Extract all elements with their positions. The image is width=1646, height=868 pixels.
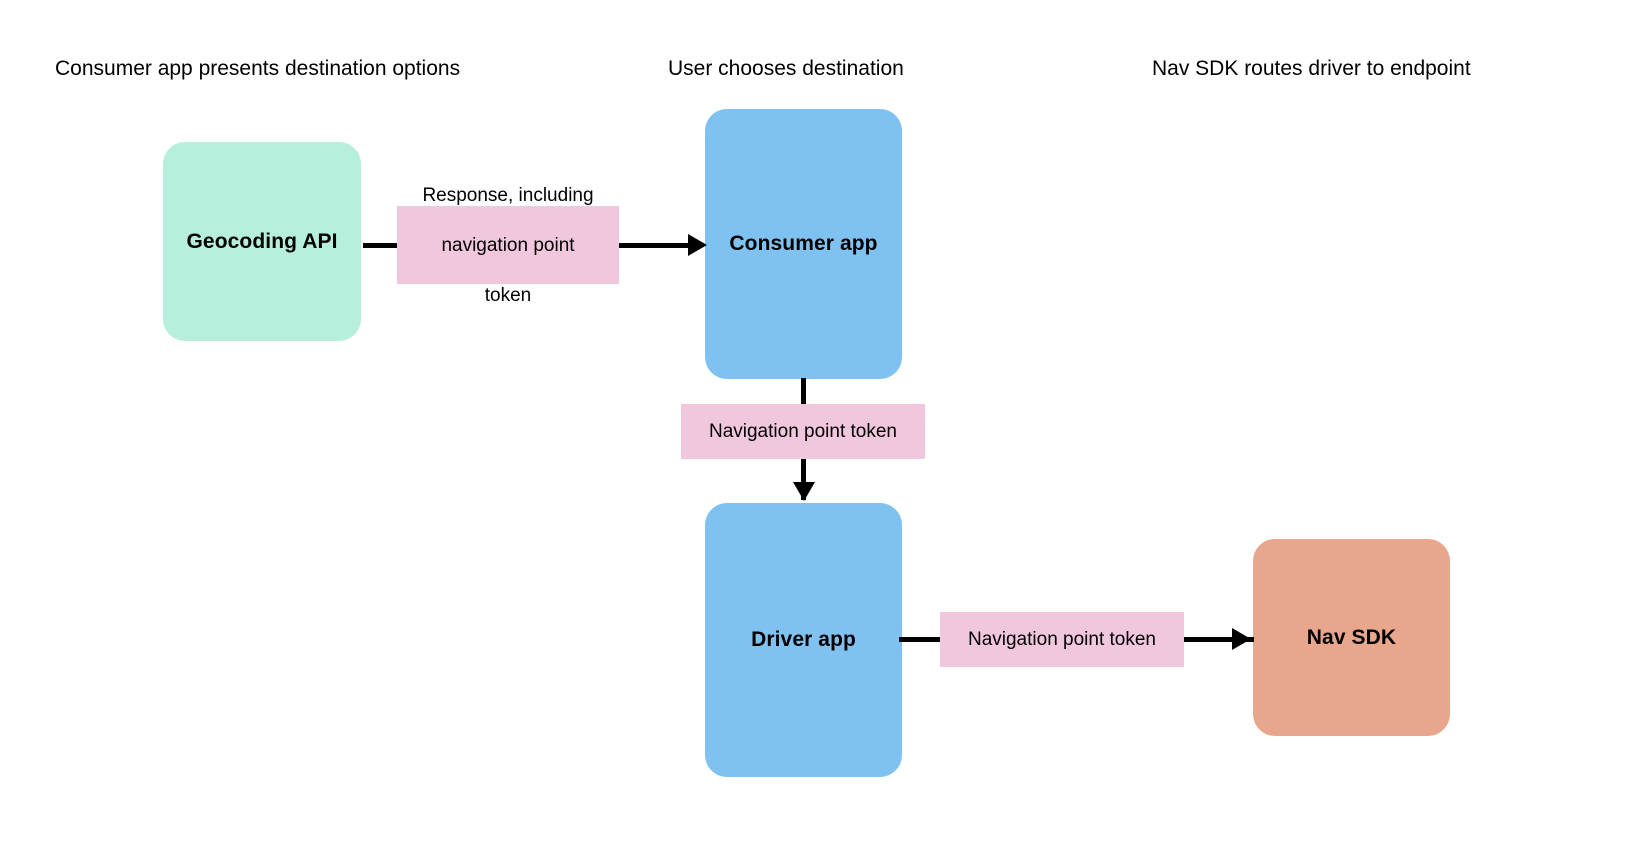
node-driver-app[interactable]: Driver app [705,503,902,777]
arrowhead-geocoding-to-consumer [688,234,707,256]
node-nav-sdk-label: Nav SDK [1306,625,1397,649]
edge-label-line-2: navigation point [441,234,575,256]
column-header-consumer-options: Consumer app presents destination option… [55,57,461,80]
edge-label-consumer-to-driver: Navigation point token [681,404,925,459]
node-consumer-app[interactable]: Consumer app [705,109,902,379]
edge-label-geocoding-to-consumer-text: Response, including navigation point token [397,183,619,308]
node-nav-sdk[interactable]: Nav SDK [1253,539,1450,736]
edge-label-consumer-to-driver-text: Navigation point token [708,421,897,442]
arrowhead-driver-to-navsdk [1232,628,1251,650]
column-header-user-chooses: User chooses destination [668,57,904,80]
edge-label-geocoding-to-consumer: Response, including navigation point token [397,185,619,306]
node-driver-app-label: Driver app [751,628,856,651]
edge-label-driver-to-navsdk-text: Navigation point token [967,629,1156,650]
node-geocoding-api[interactable]: Geocoding API [163,142,361,341]
column-header-nav-routes: Nav SDK routes driver to endpoint [1152,57,1471,80]
edge-label-line-1: Response, including [422,184,594,206]
node-geocoding-api-label: Geocoding API [186,229,338,253]
edge-label-driver-to-navsdk: Navigation point token [940,612,1184,667]
edge-label-line-3: token [484,284,532,306]
node-consumer-app-label: Consumer app [729,232,878,255]
arrowhead-consumer-to-driver [793,482,815,501]
